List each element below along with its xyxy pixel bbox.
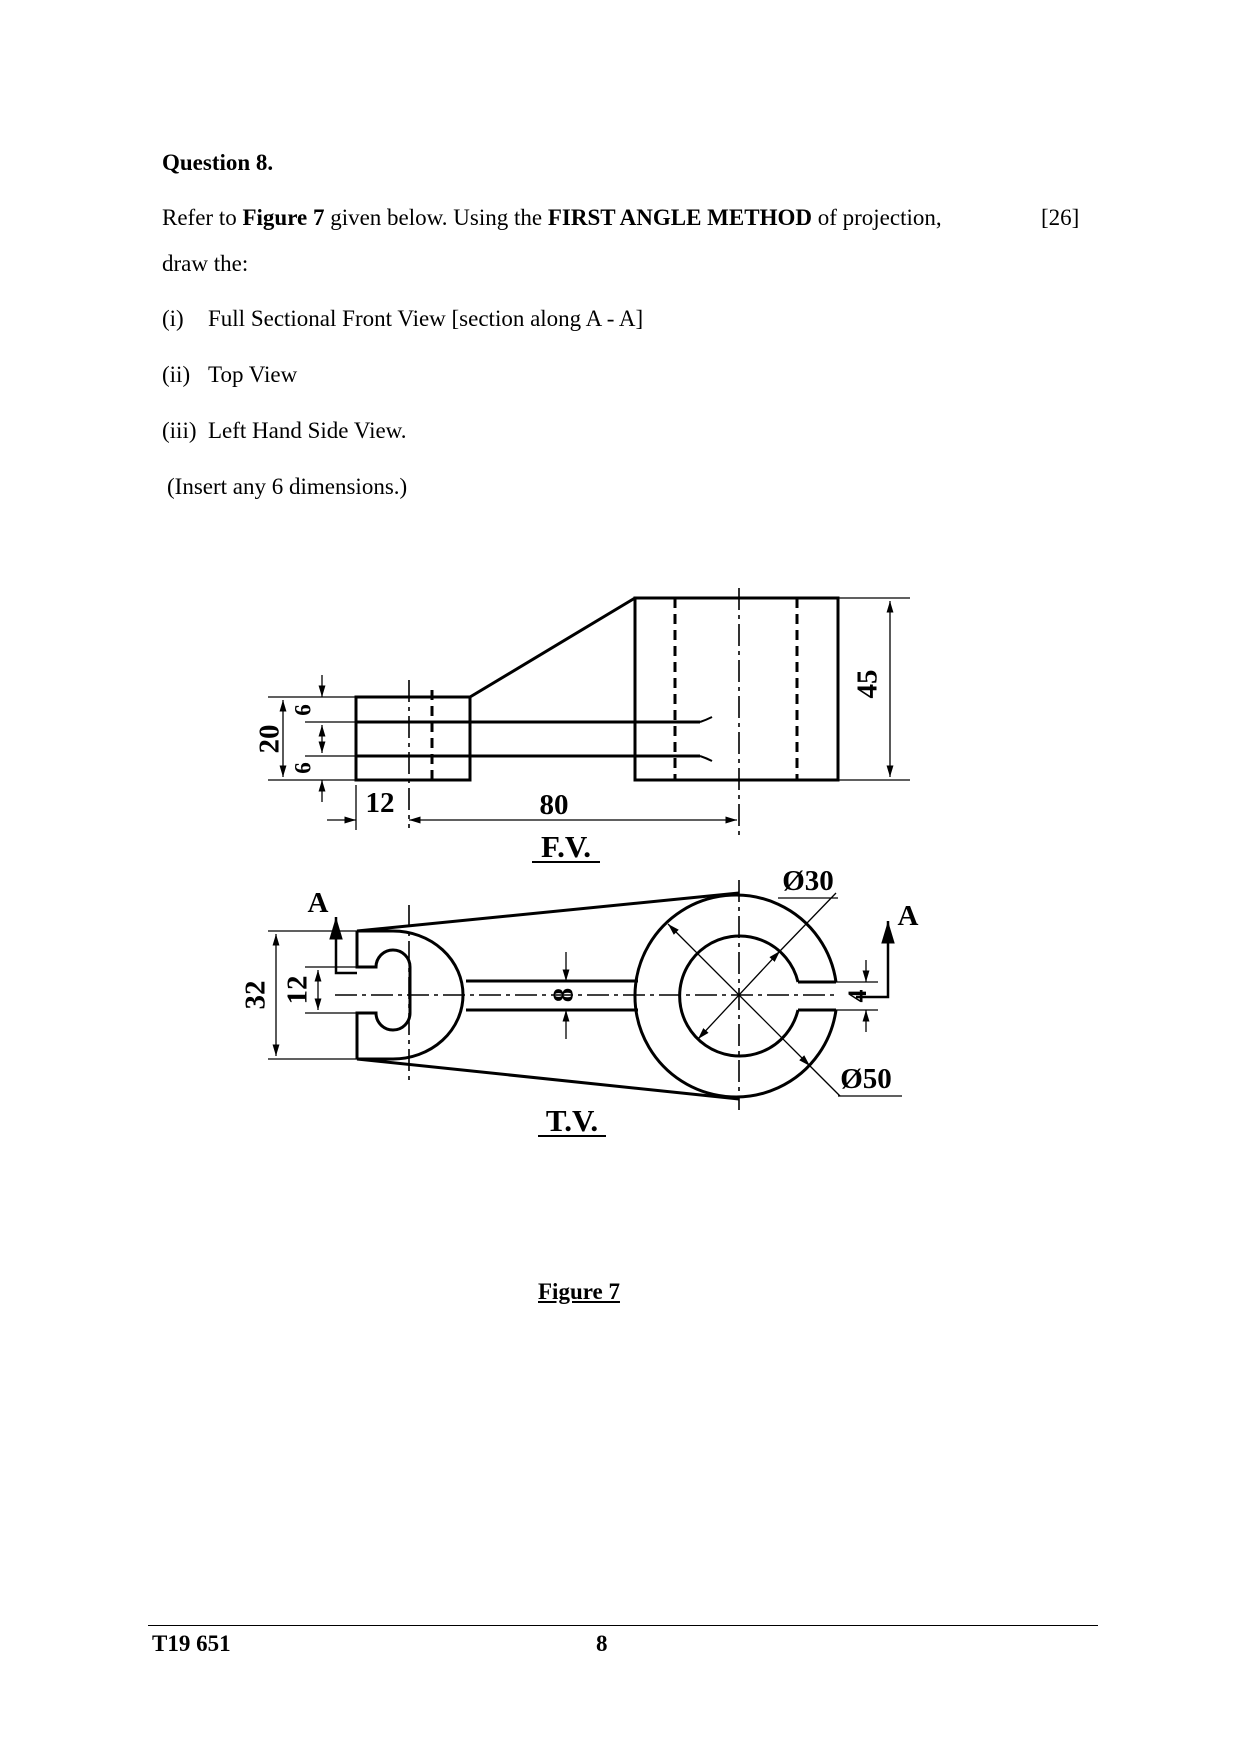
item-text: Left Hand Side View. xyxy=(208,418,407,443)
dim-height-right: 45 xyxy=(852,670,884,699)
dim-slot-bottom: 6 xyxy=(290,762,315,774)
front-view xyxy=(354,588,840,838)
front-view-dimensions xyxy=(268,597,910,863)
section-label-right: A xyxy=(898,900,919,932)
footer-rule xyxy=(148,1625,1098,1626)
question-intro: Refer to Figure 7 given below. Using the… xyxy=(162,205,942,231)
dim-height-left: 20 xyxy=(254,725,286,754)
section-label-left: A xyxy=(308,887,329,919)
question-marks: [26] xyxy=(1041,205,1080,230)
paper-code: T19 651 xyxy=(152,1631,231,1656)
question-title: Question 8. xyxy=(162,150,274,175)
dim-center-distance: 80 xyxy=(540,789,569,821)
fv-left-boss xyxy=(354,695,472,782)
dim-slot-width: 12 xyxy=(282,976,314,1005)
tv-fork-outer-top xyxy=(357,929,465,996)
fv-slot-break-top xyxy=(699,716,713,723)
fv-slot-break-bottom xyxy=(699,755,713,762)
question-intro-continued: draw the: xyxy=(162,251,249,276)
intro-method: FIRST ANGLE METHOD xyxy=(547,205,812,230)
dim-inner-diameter: Ø30 xyxy=(782,865,834,897)
item-number: (i) xyxy=(162,306,184,331)
intro-refer: Refer to xyxy=(162,205,243,230)
dim-arm-width: 8 xyxy=(548,988,580,1003)
item-number: (ii) xyxy=(162,362,191,387)
intro-mid: given below. Using the xyxy=(324,205,548,230)
dim-width-left: 12 xyxy=(366,787,395,819)
tv-tangent-top xyxy=(356,891,740,933)
fv-rib-line xyxy=(469,596,636,699)
dimension-note: (Insert any 6 dimensions.) xyxy=(167,474,408,499)
item-text: Top View xyxy=(208,362,298,387)
item-text: Full Sectional Front View [section along… xyxy=(208,306,644,331)
top-view-labels: A A 32 12 8 4 Ø30 Ø50 T.V. xyxy=(240,865,919,1138)
figure-caption: Figure 7 xyxy=(538,1279,620,1304)
top-view-dimensions xyxy=(268,892,902,1137)
dim-gap-width: 4 xyxy=(843,990,872,1003)
front-view-labels: 20 6 6 12 80 45 F.V. xyxy=(254,670,884,865)
question-item: (ii) Top View xyxy=(162,362,297,388)
tv-tangent-bottom xyxy=(356,1057,740,1101)
front-view-label: F.V. xyxy=(541,829,591,864)
item-number: (iii) xyxy=(162,418,197,443)
page-number: 8 xyxy=(596,1631,608,1656)
dim-outer-diameter: Ø50 xyxy=(840,1063,892,1095)
tv-fork-slot xyxy=(355,931,412,1059)
dim-slot-top: 6 xyxy=(290,704,315,716)
fv-right-hub xyxy=(633,596,840,782)
top-view xyxy=(335,880,838,1110)
intro-end: of projection, xyxy=(811,205,942,230)
tv-fork-outer-bottom xyxy=(357,994,465,1061)
top-view-label: T.V. xyxy=(546,1103,598,1138)
question-item: (iii) Left Hand Side View. xyxy=(162,418,407,444)
tv-outer-circle xyxy=(633,893,838,1099)
question-item: (i) Full Sectional Front View [section al… xyxy=(162,306,643,332)
intro-figure-ref: Figure 7 xyxy=(242,205,325,230)
dim-fork-width: 32 xyxy=(240,981,272,1010)
